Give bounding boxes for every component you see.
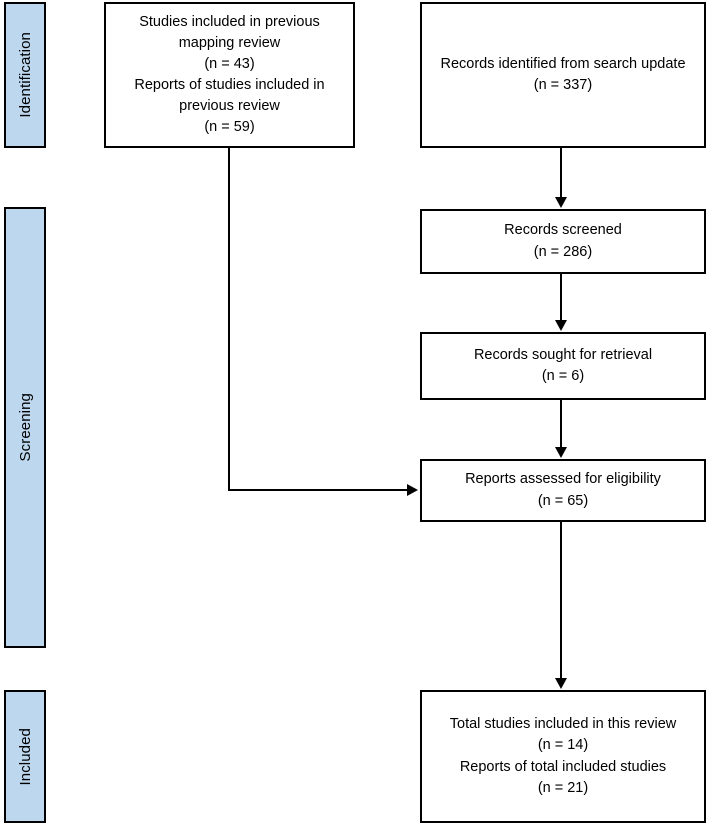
phase-label-included: Included xyxy=(16,727,34,786)
connector-previous-to-assessed-horizontal xyxy=(228,489,409,491)
connector-assessed-to-included-arrowhead xyxy=(555,678,567,689)
box-records-sought: Records sought for retrieval (n = 6) xyxy=(420,332,706,400)
box-records-sought-count: (n = 6) xyxy=(541,368,585,384)
box-records-identified-line-1: Records identified from search update xyxy=(440,55,686,72)
box-total-included-count-2: (n = 21) xyxy=(537,779,589,796)
connector-screened-to-sought-arrowhead xyxy=(555,320,567,331)
box-previous-studies-count-2: (n = 59) xyxy=(204,119,255,136)
phase-label-identification: Identification xyxy=(16,32,34,118)
connector-identified-to-screened-arrowhead xyxy=(555,197,567,208)
box-reports-assessed: Reports assessed for eligibility (n = 65… xyxy=(420,459,706,522)
box-reports-assessed-count: (n = 65) xyxy=(537,492,589,509)
box-previous-studies-line-3: Reports of studies included in xyxy=(134,77,325,93)
box-records-screened-line-1: Records screened xyxy=(504,222,622,239)
phase-bar-screening: Screening xyxy=(4,207,46,648)
box-records-screened-count: (n = 286) xyxy=(533,243,593,260)
box-records-identified: Records identified from search update (n… xyxy=(420,2,706,148)
connector-sought-to-assessed-arrowhead xyxy=(555,447,567,458)
phase-bar-included: Included xyxy=(4,690,46,823)
connector-screened-to-sought-line xyxy=(560,274,562,321)
box-total-included-count-1: (n = 14) xyxy=(537,737,589,754)
connector-previous-to-assessed-vertical xyxy=(228,148,230,490)
connector-assessed-to-included-line xyxy=(560,522,562,679)
box-total-included: Total studies included in this review (n… xyxy=(420,690,706,823)
connector-previous-to-assessed-arrowhead xyxy=(407,484,418,496)
box-previous-studies-count-1: (n = 43) xyxy=(204,55,255,72)
phase-bar-identification: Identification xyxy=(4,2,46,148)
connector-identified-to-screened-line xyxy=(560,148,562,199)
box-previous-studies-line-2: mapping review xyxy=(178,34,281,51)
box-total-included-line-2: Reports of total included studies xyxy=(459,758,667,775)
box-records-sought-line-1: Records sought for retrieval xyxy=(473,346,653,363)
box-total-included-line-1: Total studies included in this review xyxy=(449,716,677,733)
box-previous-studies-line-4: previous review xyxy=(179,98,280,115)
box-reports-assessed-line-1: Reports assessed for eligibility xyxy=(465,471,661,488)
box-previous-studies: Studies included in previous mapping rev… xyxy=(104,2,355,148)
phase-label-screening: Screening xyxy=(16,393,34,462)
box-previous-studies-line-1: Studies included in previous xyxy=(139,13,320,30)
box-records-screened: Records screened (n = 286) xyxy=(420,209,706,274)
connector-sought-to-assessed-line xyxy=(560,400,562,448)
box-records-identified-count: (n = 337) xyxy=(533,77,593,93)
